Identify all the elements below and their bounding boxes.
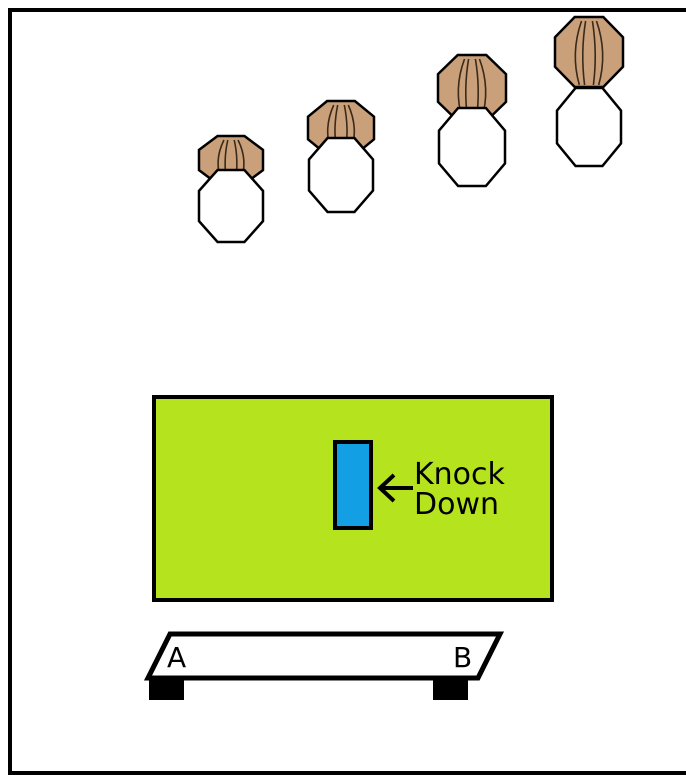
head-4-hair [555,17,623,87]
head-4-face [557,88,621,166]
head-1 [199,136,263,242]
platform-label-b: B [453,641,472,674]
head-3-face [439,108,505,186]
platform-label-a: A [167,641,186,674]
head-3 [438,55,506,186]
head-2-face [309,138,373,212]
head-2 [308,101,374,212]
platform-board [148,634,500,678]
heads-group [199,17,623,242]
blue-block [335,442,371,528]
platform [148,634,500,700]
head-1-face [199,170,263,242]
arrow-label-line2: Down [414,487,499,522]
head-4 [555,17,623,166]
